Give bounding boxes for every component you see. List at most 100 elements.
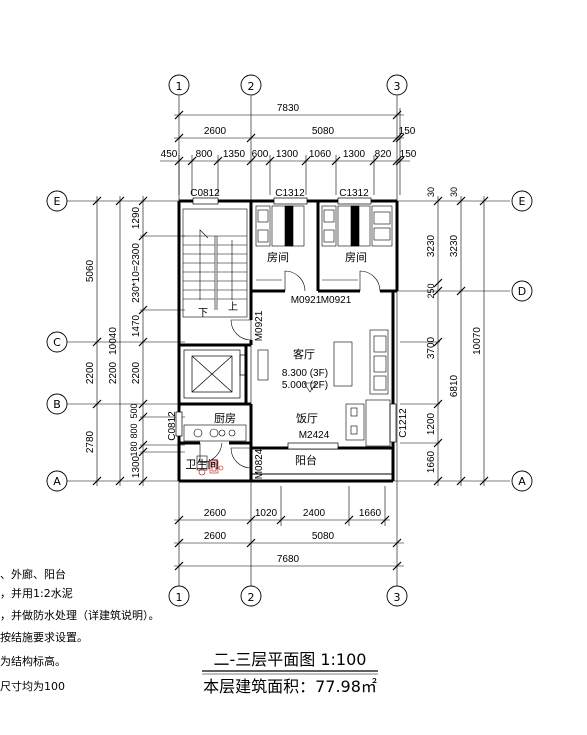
axis-lines [62, 96, 510, 586]
svg-text:1350: 1350 [223, 149, 246, 160]
svg-text:600: 600 [252, 149, 269, 160]
walls [177, 199, 399, 483]
drawing-title: 二-三层平面图 1:100 本层建筑面积：77.98㎡ [202, 650, 378, 696]
svg-text:10040: 10040 [108, 327, 119, 355]
door-swings [199, 270, 381, 469]
svg-text:10070: 10070 [472, 327, 483, 355]
svg-text:800: 800 [129, 423, 139, 438]
svg-text:尺寸均为100: 尺寸均为100 [0, 679, 65, 693]
axis-label-E-left: E [54, 195, 61, 208]
svg-text:1300: 1300 [131, 455, 142, 478]
svg-text:，并做防水处理（详建筑说明）。: ，并做防水处理（详建筑说明）。 [0, 608, 160, 622]
svg-text:7680: 7680 [277, 554, 300, 565]
svg-text:2600: 2600 [204, 531, 227, 542]
room-labels: 房间 房间 客厅 8.300 (3F) 5.000 (2F) 厨房 饭厅 卫生间… [186, 251, 368, 471]
svg-text:450: 450 [161, 149, 178, 160]
svg-text:7830: 7830 [277, 103, 300, 114]
svg-text:房间: 房间 [267, 251, 289, 264]
svg-text:厨房: 厨房 [214, 412, 236, 425]
svg-text:1200: 1200 [426, 412, 437, 435]
openings [175, 197, 397, 450]
svg-text:M2424: M2424 [299, 430, 330, 441]
axis-label-1-top: 1 [176, 80, 183, 93]
axis-label-2-top: 2 [248, 80, 255, 93]
svg-text:5080: 5080 [312, 126, 335, 137]
svg-text:二-三层平面图 1:100: 二-三层平面图 1:100 [214, 650, 367, 669]
svg-text:8.300 (3F): 8.300 (3F) [282, 368, 328, 379]
svg-text:2780: 2780 [85, 430, 96, 453]
axis-label-3-top: 3 [394, 80, 401, 93]
svg-text:1470: 1470 [131, 314, 142, 337]
dimension-text-bottom: 2600 1020 2400 1660 2600 5080 7680 [204, 508, 382, 565]
living-furniture [257, 329, 389, 395]
bedroom-furniture [255, 205, 393, 281]
svg-text:客厅: 客厅 [293, 347, 315, 361]
svg-text:150: 150 [400, 149, 417, 160]
dining-kitchen-furniture [183, 399, 391, 447]
svg-text:本层建筑面积：77.98㎡: 本层建筑面积：77.98㎡ [203, 677, 377, 696]
dimension-text-top: 7830 2600 5080 150 450 800 1350 600 1300… [161, 103, 417, 160]
dimension-ticks [92, 110, 489, 571]
svg-text:1290: 1290 [131, 206, 142, 229]
svg-text:1060: 1060 [309, 149, 332, 160]
svg-text:30: 30 [449, 187, 459, 197]
svg-text:5.000 (2F): 5.000 (2F) [282, 380, 328, 391]
svg-text:1660: 1660 [359, 508, 382, 519]
axis-label-B-left: B [53, 398, 61, 411]
svg-text:180: 180 [129, 441, 139, 456]
svg-text:阳台: 阳台 [295, 453, 317, 467]
svg-text:820: 820 [375, 149, 392, 160]
svg-text:M0824: M0824 [254, 448, 265, 479]
staircase [182, 208, 248, 318]
svg-text:按结施要求设置。: 按结施要求设置。 [0, 630, 88, 644]
svg-text:为结构标高。: 为结构标高。 [0, 654, 66, 668]
axis-label-C-left: C [53, 336, 61, 349]
svg-text:5060: 5060 [85, 259, 96, 282]
svg-text:1020: 1020 [255, 508, 278, 519]
svg-text:C1212: C1212 [398, 408, 409, 438]
svg-text:1660: 1660 [426, 450, 437, 473]
svg-text:2200: 2200 [108, 361, 119, 384]
axis-label-A-left: A [53, 475, 61, 488]
svg-text:250: 250 [426, 283, 436, 298]
svg-text:1300: 1300 [276, 149, 299, 160]
svg-text:1300: 1300 [343, 149, 366, 160]
svg-text:C0812: C0812 [167, 411, 178, 441]
axis-bubbles [46, 74, 533, 607]
axis-label-3-bottom: 3 [394, 591, 401, 604]
axis-label-2-bottom: 2 [248, 591, 255, 604]
svg-text:2400: 2400 [303, 508, 326, 519]
bathroom-fixtures [196, 455, 224, 476]
design-notes: 、外廊、阳台 ，并用1:2水泥 ，并做防水处理（详建筑说明）。 按结施要求设置。… [0, 567, 160, 693]
svg-text:2600: 2600 [204, 508, 227, 519]
svg-text:230*10=2300: 230*10=2300 [131, 243, 142, 303]
svg-text:3230: 3230 [449, 234, 460, 257]
axis-label-D-right: D [518, 285, 526, 298]
svg-text:C1312: C1312 [339, 188, 369, 199]
svg-text:3700: 3700 [426, 336, 437, 359]
svg-text:卫生间: 卫生间 [186, 457, 219, 471]
svg-text:，并用1:2水泥: ，并用1:2水泥 [0, 586, 73, 600]
svg-text:150: 150 [399, 126, 416, 137]
svg-text:500: 500 [129, 403, 139, 418]
svg-text:30: 30 [426, 187, 436, 197]
axis-label-E-right: E [519, 195, 526, 208]
svg-text:上: 上 [228, 301, 238, 313]
svg-text:2200: 2200 [131, 361, 142, 384]
svg-text:M0921: M0921 [321, 295, 352, 306]
elevator [183, 349, 246, 399]
svg-text:5080: 5080 [312, 531, 335, 542]
svg-text:C1312: C1312 [275, 188, 305, 199]
svg-text:C0812: C0812 [190, 188, 220, 199]
svg-text:2200: 2200 [85, 361, 96, 384]
svg-text:800: 800 [196, 149, 213, 160]
svg-text:3230: 3230 [426, 234, 437, 257]
axis-label-1-bottom: 1 [176, 591, 183, 604]
svg-text:M0921: M0921 [254, 310, 265, 341]
svg-text:房间: 房间 [345, 251, 367, 264]
axis-label-A-right: A [518, 475, 526, 488]
svg-text:下: 下 [198, 308, 208, 319]
dimension-text-left: 5060 2200 2780 10040 1290 230*10=2300 14… [85, 206, 142, 478]
svg-text:、外廊、阳台: 、外廊、阳台 [0, 567, 66, 581]
